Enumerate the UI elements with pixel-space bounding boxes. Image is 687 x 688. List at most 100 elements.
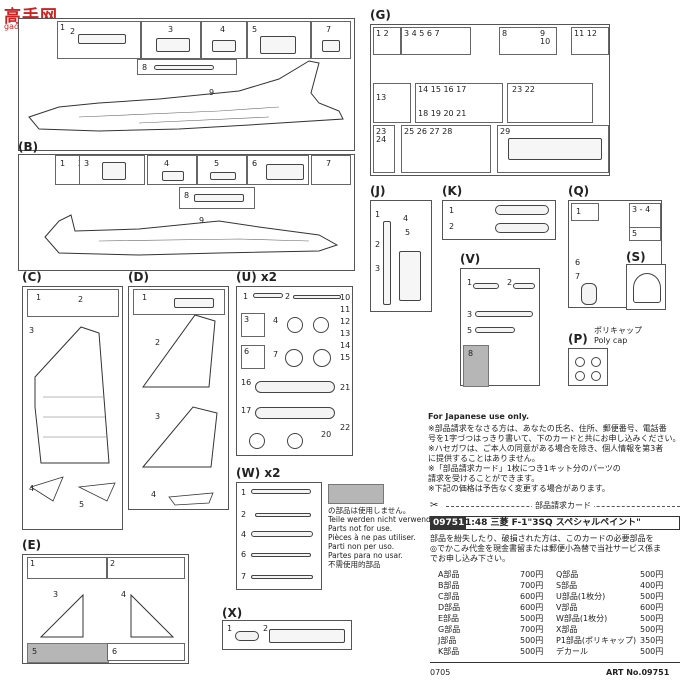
part-cell-e2: 2: [107, 557, 185, 579]
part-cell-a8: 8: [137, 59, 237, 75]
price-row: U部品(1枚分)500円: [556, 592, 664, 601]
tail-fin-drawing: [39, 593, 175, 638]
card-footer-rule: [430, 662, 680, 663]
part-cell-g11: 11 12: [571, 27, 609, 55]
wing-lower-drawing: [141, 314, 218, 506]
price-row: W部品(1枚分)500円: [556, 614, 664, 623]
part-cell-g24: 23 24: [373, 125, 395, 173]
part-cell-g1: 1 2: [373, 27, 401, 55]
scissors-icon: ✂: [430, 500, 439, 511]
card-header: 部品請求カード: [532, 501, 594, 511]
part-cell-b4: 4: [147, 155, 197, 185]
part-cell-q1: 1: [571, 203, 599, 221]
not-used-de: Teile werden nicht verwendet.: [328, 515, 441, 524]
section-label-j: (J): [370, 184, 386, 198]
section-label-u: (U) x2: [236, 270, 277, 284]
sprue-b: 12 3 4 5 6 7 8 9: [18, 154, 355, 271]
sprue-s: [626, 264, 666, 310]
section-label-g: (G): [370, 8, 391, 22]
section-label-x: (X): [222, 606, 243, 620]
art-number: ART No.09751: [606, 668, 670, 677]
not-used-it: Parti non per uso.: [328, 542, 395, 551]
part-cell-a3: 3: [141, 21, 201, 59]
part-cell-d1: 1: [133, 289, 225, 315]
section-label-d: (D): [128, 270, 149, 284]
sprue-u: 1 2 3 4 6 7 16 17 20: [236, 286, 353, 456]
part-cell-b7: 7: [311, 155, 351, 185]
sprue-x: 1 2: [222, 620, 352, 650]
section-label-s: (S): [626, 250, 646, 264]
section-label-e: (E): [22, 538, 42, 552]
not-used-zh: 不需使用的部品: [328, 560, 381, 569]
not-used-es: Partes para no usar.: [328, 551, 403, 560]
part-cell-b8: 8: [179, 187, 255, 209]
part-cell-e6: 6: [107, 643, 185, 661]
part-cell-g25: 25 26 27 28: [401, 125, 491, 173]
part-cell-u3: 3: [241, 313, 265, 337]
part-cell-v8: 8: [463, 345, 489, 387]
card-footer-code: 0705: [430, 668, 451, 677]
poly-cap-jp: ポリキャップ: [594, 326, 642, 335]
card-code: 09751: [431, 517, 467, 529]
fuselage-half-drawing: [28, 60, 344, 132]
wing-upper-drawing: [30, 326, 116, 502]
part-cell-g29: 29: [497, 125, 609, 173]
section-label-c: (C): [22, 270, 42, 284]
sprue-p: [568, 348, 608, 386]
section-label-w: (W) x2: [236, 466, 281, 480]
part-cell-g3: 3 4 5 6 7: [401, 27, 471, 55]
sprue-w: 1 2 4 6 7: [236, 482, 322, 590]
part-cell-u6: 6: [241, 345, 265, 369]
part-cell-q5: 5: [629, 227, 661, 241]
part-cell-b3: 3: [79, 155, 145, 185]
not-used-fr: Pièces à ne pas utiliser.: [328, 533, 416, 542]
card-desc-3: でお申し込み下さい。: [430, 554, 510, 563]
u-side-numbers: 10 11 12 13 14 15 21 22: [340, 293, 351, 432]
card-title-bar: 09751 1:48 三菱 F-1"3SQ スペシャルペイント": [430, 516, 680, 530]
section-label-k: (K): [442, 184, 463, 198]
section-label-p: (P): [568, 332, 588, 346]
section-label-v: (V): [460, 252, 481, 266]
part-cell-b6: 6: [247, 155, 309, 185]
section-label-b: (B): [18, 140, 39, 154]
japan-note-title: For Japanese use only.: [428, 412, 530, 421]
part-cell-a5: 5: [247, 21, 311, 59]
part-cell-a4: 4: [201, 21, 247, 59]
card-desc-2: ◎でかこみ代金を現金書留または郵便小為替で当社サービス係ま: [430, 544, 661, 553]
not-used-jp: の部品は使用しません。: [328, 506, 411, 515]
part-cell-e1: 1: [27, 557, 107, 579]
part-cell-g13: 13: [373, 83, 411, 123]
poly-cap-en: Poly cap: [594, 336, 628, 345]
card-desc-1: 部品を紛失したり、破損された方は、このカードの必要部品を: [430, 534, 654, 543]
part-cell-a7: 7: [311, 21, 351, 59]
fuselage-half-drawing-b: [44, 214, 339, 256]
part-cell-g22: 23 22: [507, 83, 593, 123]
price-row: P1部品(ポリキャップ)350円: [556, 636, 664, 645]
section-label-q: (Q): [568, 184, 590, 198]
not-used-en: Parts not for use.: [328, 524, 393, 533]
sprue-e: 1 2 3 4 5 6: [22, 554, 189, 664]
sprue-d: 1 2 3 4: [128, 286, 229, 510]
